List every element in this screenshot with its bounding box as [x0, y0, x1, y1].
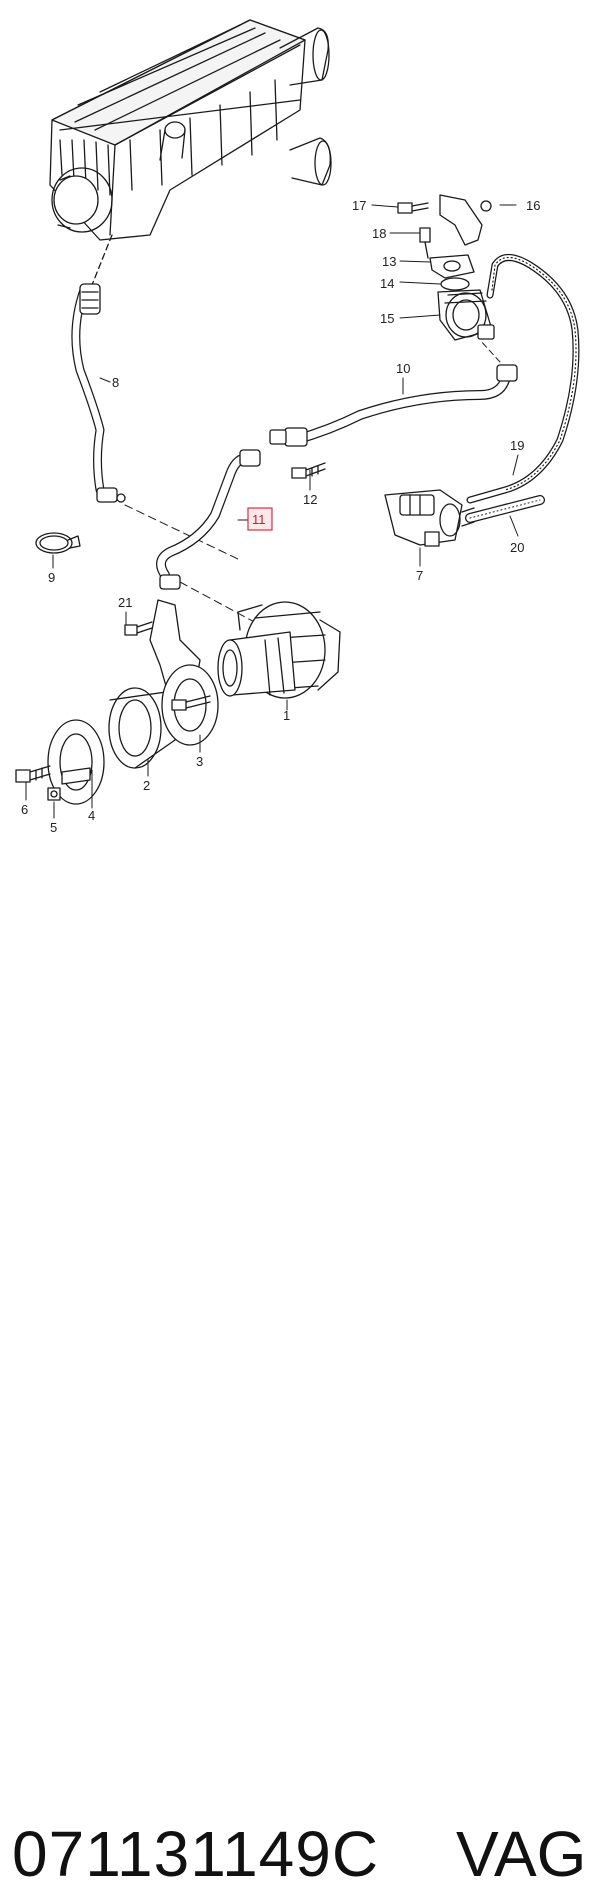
callout-9: 9	[48, 570, 55, 585]
part-number: 071131149C	[12, 1818, 380, 1890]
callout-13: 13	[382, 254, 396, 269]
callout-15: 15	[380, 311, 394, 326]
callout-19: 19	[510, 438, 524, 453]
part-info-footer: 071131149C VAG	[0, 900, 600, 1886]
hose-19-20	[465, 254, 580, 523]
valve-assembly	[397, 194, 495, 341]
callout-17: 17	[352, 198, 366, 213]
callout-20: 20	[510, 540, 524, 555]
hose-8	[71, 234, 241, 561]
parts-diagram: 1 2 3 4 5 6 7 8 9 10 11 12 13 14 15 16 1…	[15, 19, 580, 835]
callout-16: 16	[526, 198, 540, 213]
callout-12: 12	[303, 492, 317, 507]
callout-1: 1	[283, 708, 290, 723]
callout-3: 3	[196, 754, 203, 769]
callout-10: 10	[396, 361, 410, 376]
highlight-box-11	[247, 507, 273, 531]
callout-4: 4	[88, 808, 95, 823]
callout-11: 11	[252, 512, 266, 527]
leader-lines	[25, 204, 519, 819]
callout-14: 14	[380, 276, 394, 291]
hose-11	[156, 449, 261, 626]
callout-labels: 1 2 3 4 5 6 7 8 9 10 11 12 13 14 15 16 1…	[21, 198, 540, 835]
air-filter-housing	[49, 19, 332, 241]
callout-2: 2	[143, 778, 150, 793]
clamp-9	[35, 532, 81, 554]
valve-7	[384, 489, 475, 547]
air-pump-1	[217, 601, 341, 699]
callout-6: 6	[21, 802, 28, 817]
callout-5: 5	[50, 820, 57, 835]
bolts-5-6	[15, 765, 61, 801]
brand-name: VAG	[456, 1818, 587, 1890]
callout-7: 7	[416, 568, 423, 583]
callout-8: 8	[112, 375, 119, 390]
bolt-12	[291, 462, 326, 479]
hose-10	[269, 339, 518, 447]
gaskets-2-3-4	[47, 664, 219, 805]
callout-18: 18	[372, 226, 386, 241]
callout-21: 21	[118, 595, 132, 610]
